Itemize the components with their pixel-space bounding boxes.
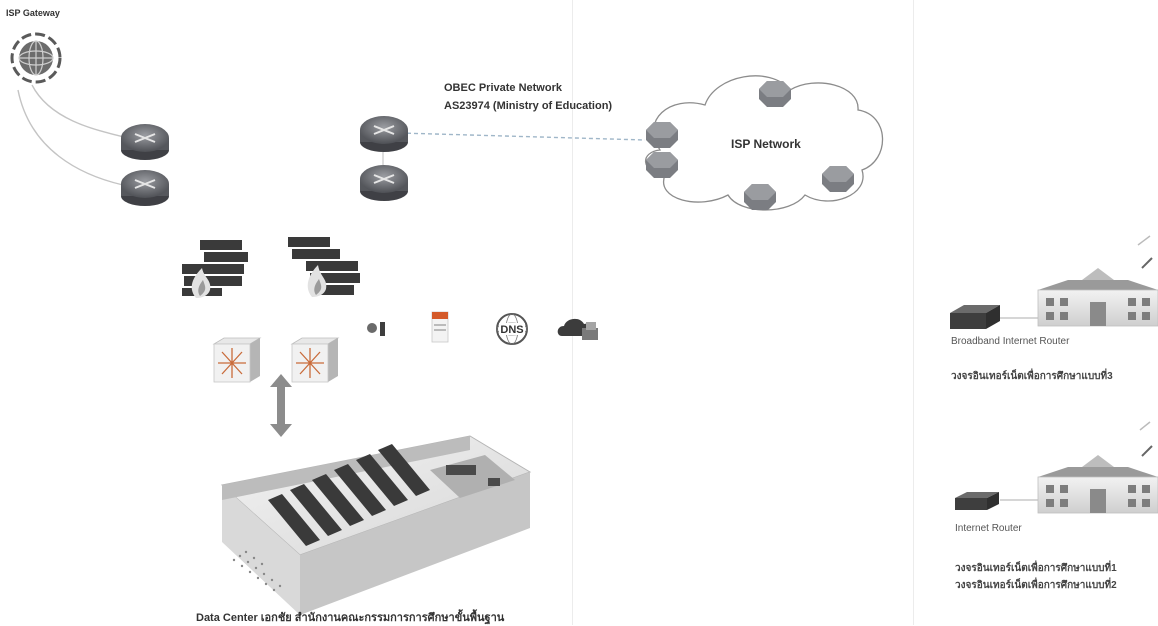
cloud-router-icon (646, 122, 678, 148)
router-icon (121, 170, 169, 206)
gateway-link-2 (17, 89, 124, 186)
divider-left (572, 0, 573, 625)
data-center-label: Data Center เอกชัย สำนักงานคณะกรรมการการ… (196, 612, 505, 624)
broadband-router-icon (950, 305, 1000, 329)
router-icon (360, 116, 408, 152)
cloud-router-icon (646, 152, 678, 178)
cloud-router-icon (759, 81, 791, 107)
internet-router-icon (955, 492, 999, 510)
broadband-router-label: Broadband Internet Router (951, 336, 1070, 347)
school-building-icon (1037, 268, 1158, 327)
obec-as-label: AS23974 (Ministry of Education) (444, 100, 613, 112)
circuit-type-1-label: วงจรอินเทอร์เน็ตเพื่อการศึกษาแบบที่1 (955, 563, 1117, 574)
router-icon (360, 165, 408, 201)
school-building-icon (1037, 455, 1158, 514)
gateway-link-1 (31, 84, 129, 139)
dns-label: DNS (500, 324, 523, 336)
firewall-icon (288, 237, 360, 297)
antenna-icon (1139, 421, 1153, 457)
antenna-icon (1137, 235, 1153, 269)
cloud-service-icon (557, 318, 598, 340)
data-center-floorplan-icon (220, 435, 532, 615)
double-arrow-icon (270, 374, 292, 437)
server-icon (431, 311, 449, 343)
obec-network-label: OBEC Private Network (444, 82, 562, 94)
firewall-icon (182, 240, 248, 298)
switch-icon (212, 337, 262, 383)
cloud-router-icon (822, 166, 854, 192)
dns-globe-icon: DNS (496, 313, 528, 345)
isp-network-label: ISP Network (731, 137, 801, 151)
cloud-router-icon (744, 184, 776, 210)
circuit-type-3-label: วงจรอินเทอร์เน็ตเพื่อการศึกษาแบบที่3 (951, 371, 1113, 382)
obec-to-cloud-link (399, 132, 646, 141)
gateway-globe-icon (10, 32, 62, 84)
divider-right (913, 0, 914, 625)
connection-lines (17, 84, 646, 186)
router-icon (121, 124, 169, 160)
circuit-type-2-label: วงจรอินเทอร์เน็ตเพื่อการศึกษาแบบที่2 (955, 580, 1117, 591)
isp-gateway-label: ISP Gateway (6, 8, 60, 18)
switch-icon (290, 337, 340, 383)
internet-router-label: Internet Router (955, 523, 1022, 534)
camera-device-icon (367, 322, 385, 336)
